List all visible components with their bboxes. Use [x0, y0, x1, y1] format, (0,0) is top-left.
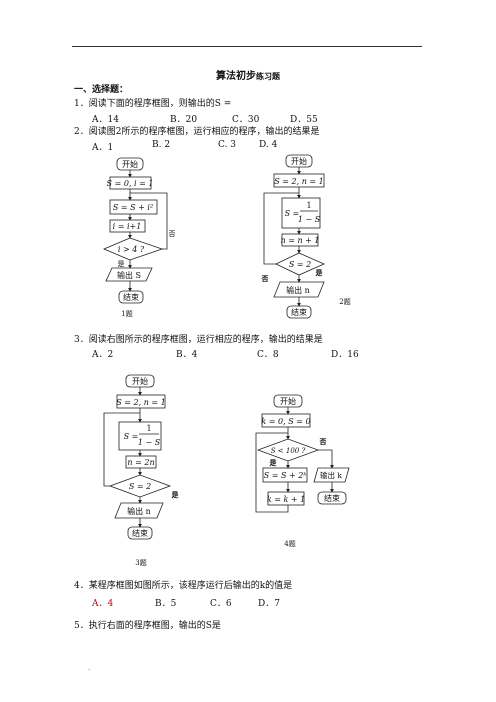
fig4-yes-label: 是 [269, 458, 278, 467]
fig1-caption: 1题 [121, 310, 132, 318]
section-heading: 一、选择题： [74, 85, 129, 95]
fig1-update-box [109, 199, 158, 215]
fig1-inc-box [109, 219, 146, 233]
fig3-start-label: 开始 [132, 376, 148, 386]
page-title: 算法初步练习题 [216, 71, 280, 82]
q1-opt-b: B．20 [170, 115, 198, 125]
fig3-s-lhs: S = [124, 432, 139, 441]
q3-opt-c: C．8 [257, 350, 279, 360]
fig4-init-box [261, 413, 311, 428]
fig2-output-box [273, 281, 325, 298]
fig1-end-label: 结束 [123, 292, 139, 302]
fig1-output-label: 输出 S [117, 270, 141, 280]
q3-opt-d: D．16 [331, 350, 359, 360]
fig3-inc-label: n = 2n [127, 458, 154, 467]
fig3-cond-label: S = 2 [129, 482, 151, 491]
fig2-s-box [281, 197, 321, 229]
q4-opt-b: B．5 [155, 599, 177, 609]
fig1-init-label: S = 0, i = 1 [107, 179, 154, 188]
fig4-update-label: S = S + 2ᵏ [264, 471, 307, 480]
flowchart-2 [263, 154, 325, 319]
q3-text: 3．阅读右图所示的程序框图，运行相应的程序，输出的结果是 [74, 335, 323, 345]
fig4-no-label: 否 [319, 437, 327, 446]
fig3-init-label: S = 2, n = 1 [116, 398, 165, 407]
fig1-init-box [109, 176, 152, 190]
fig3-s-den: 1 − S [138, 438, 161, 447]
fig2-yes-label: 是 [315, 268, 324, 277]
fig2-end-box [286, 305, 312, 319]
fig2-cond-diamond [275, 252, 325, 276]
q2-opt-c: C. 3 [218, 140, 237, 150]
fig4-start-label: 开始 [280, 396, 296, 406]
fig2-end-label: 结束 [291, 307, 307, 317]
fig3-inc-box [125, 455, 157, 469]
fig3-s-num: 1 [146, 424, 151, 433]
flowchart-3 [103, 374, 172, 540]
fig2-inc-label: n = n + 1 [281, 236, 320, 245]
fig1-end-box [118, 290, 144, 304]
fig1-start-label: 开始 [122, 159, 138, 169]
fig3-end-label: 结束 [132, 528, 148, 538]
fig1-yes-label: 是 [118, 260, 125, 268]
fig2-start-label: 开始 [291, 156, 307, 166]
fig4-output-label: 输出 k [320, 470, 342, 480]
fig3-output-label: 输出 n [127, 506, 151, 516]
fig4-inc-box [267, 491, 305, 506]
fig3-yes-label: 是 [171, 490, 180, 499]
fig4-update-box [262, 467, 308, 483]
fig1-update-label: S = S + i² [113, 203, 153, 212]
fig4-cond-label: S < 100 ? [271, 447, 306, 455]
q2-text: 2．阅读图2所示的程序框图，运行相应的程序，输出的结果是 [74, 127, 320, 137]
q1-opt-c: C．30 [232, 115, 260, 125]
q4-text: 4．某程序框图如图所示，该程序运行后输出的k的值是 [74, 581, 293, 591]
q1-text: 1．阅读下面的程序框图，则输出的S = [74, 99, 232, 109]
q2-opt-d: D. 4 [259, 140, 278, 150]
flowchart-1 [102, 157, 168, 304]
q2-opt-b: B. 2 [152, 140, 171, 150]
fig1-no-label: 否 [169, 230, 176, 238]
q3-opt-a: A．2 [92, 350, 114, 360]
fig4-inc-label: k = k + 1 [267, 495, 305, 504]
fig2-cond-label: S = 2 [289, 260, 311, 269]
fig1-cond-label: i > 4 ? [118, 245, 145, 254]
fig2-inc-box [281, 233, 319, 247]
fig4-end-box [317, 491, 347, 505]
fig2-s-den: 1 − S [298, 215, 321, 224]
fig2-no-label: 否 [261, 274, 269, 283]
footer-mark: . [88, 664, 91, 672]
flowchart-4 [255, 394, 350, 513]
q4-opt-d: D．7 [258, 599, 280, 609]
fig2-caption: 2题 [339, 298, 350, 306]
fig3-caption: 3题 [135, 559, 146, 567]
q1-opt-a: A．14 [92, 115, 119, 125]
fig1-inc-label: i = i+1 [113, 222, 142, 231]
fig2-s-lhs: S = [285, 209, 300, 218]
fig2-init-label: S = 2, n = 1 [274, 177, 323, 186]
fig1-output-box [105, 267, 153, 282]
q4-opt-a: A．4 [92, 599, 114, 609]
q4-opt-c: C．6 [210, 599, 232, 609]
header-rule [72, 46, 422, 47]
q1-opt-d: D．55 [290, 115, 318, 125]
fig3-end-box [127, 526, 153, 540]
q3-opt-b: B．4 [176, 350, 198, 360]
fig3-output-box [114, 502, 164, 519]
fig4-end-label: 结束 [324, 493, 340, 503]
fig4-caption: 4题 [284, 540, 295, 548]
fig3-cond-diamond [108, 474, 172, 498]
fig3-init-box [116, 394, 166, 409]
q5-text: 5．执行右面的程序框图，输出的S是 [74, 621, 221, 631]
q2-opt-a: A．1 [92, 143, 114, 153]
fig4-output-box [313, 467, 350, 483]
fig4-init-label: k = 0, S = 0 [261, 417, 310, 426]
fig2-output-label: 输出 n [286, 285, 310, 295]
fig2-s-num: 1 [306, 201, 311, 210]
